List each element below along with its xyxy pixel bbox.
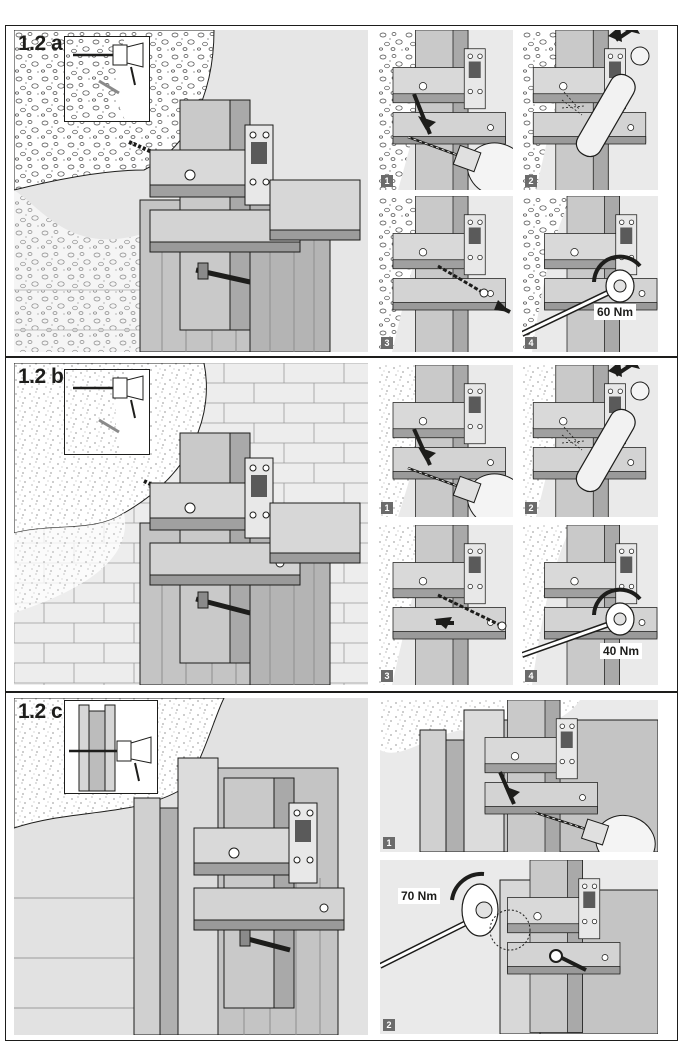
- section-1-2b: 1.2 b 1 2 3: [0, 357, 683, 692]
- drill-step-graphic: [378, 30, 513, 190]
- tool-inset: [64, 36, 150, 122]
- section-label: 1.2 c: [18, 700, 63, 723]
- clean-hole-graphic: [522, 30, 650, 190]
- torque-wrench-graphic: [522, 525, 658, 685]
- step-panel-1: 1: [380, 700, 658, 852]
- clean-hole-graphic: [522, 365, 650, 517]
- main-illustration: [14, 698, 368, 1035]
- torque-wrench-graphic: [522, 196, 658, 352]
- insert-anchor-graphic: [378, 196, 511, 352]
- steel-beam-inset-icon: [65, 701, 156, 792]
- drill-step-graphic: [378, 365, 513, 517]
- step-number-badge: 1: [381, 175, 393, 187]
- insert-anchor-graphic: [378, 525, 507, 685]
- main-illustration-graphic: [14, 698, 368, 1035]
- step-panel-3: 3: [378, 525, 513, 685]
- section-frame: [5, 25, 678, 357]
- section-frame: [5, 357, 678, 692]
- torque-label: 60 Nm: [594, 304, 637, 320]
- step-number-badge: 1: [383, 837, 395, 849]
- step-number-badge: 2: [525, 502, 537, 514]
- section-label: 1.2 b: [18, 365, 64, 388]
- step-panel-3: 3: [378, 196, 513, 352]
- step-number-badge: 2: [525, 175, 537, 187]
- section-label: 1.2 a: [18, 32, 63, 55]
- step-panel-1: 1: [378, 30, 513, 190]
- drill-step-graphic: [380, 700, 658, 852]
- step-number-badge: 3: [381, 670, 393, 682]
- step-panel-4: 4 40 Nm: [522, 525, 658, 685]
- step-panel-2: 2: [522, 365, 658, 517]
- bolt-torque-graphic: [380, 860, 658, 1034]
- torque-label: 40 Nm: [600, 643, 643, 659]
- main-illustration: [14, 30, 368, 352]
- drill-anchor-inset-icon: [65, 370, 148, 453]
- section-1-2a: 1.2 a 1 2 3: [0, 0, 683, 357]
- step-panel-4: 4 60 Nm: [522, 196, 658, 352]
- step-number-badge: 1: [381, 502, 393, 514]
- drill-anchor-inset-icon: [65, 37, 148, 120]
- step-panel-2: 2 70 Nm: [380, 860, 658, 1034]
- tool-inset: [64, 700, 158, 794]
- tool-inset: [64, 369, 150, 455]
- step-number-badge: 4: [525, 670, 537, 682]
- main-illustration-graphic: [14, 30, 368, 352]
- torque-label: 70 Nm: [398, 888, 441, 904]
- step-number-badge: 4: [525, 337, 537, 349]
- section-1-2c: 1.2 c 1 2 70 Nm: [0, 692, 683, 1041]
- step-panel-1: 1: [378, 365, 513, 517]
- step-number-badge: 2: [383, 1019, 395, 1031]
- step-number-badge: 3: [381, 337, 393, 349]
- step-panel-2: 2: [522, 30, 658, 190]
